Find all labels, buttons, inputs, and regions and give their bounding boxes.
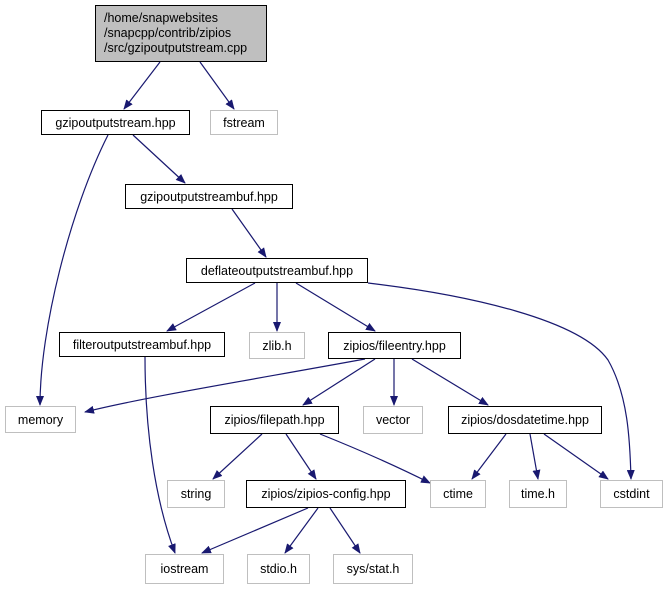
- edge-gzipoutputstream-hpp-to-memory: [36, 134, 109, 406]
- node-zipios-config-hpp[interactable]: zipios/zipios-config.hpp: [246, 480, 406, 508]
- node-string: string: [167, 480, 225, 508]
- node-filteroutputstreambuf-hpp[interactable]: filteroutputstreambuf.hpp: [59, 332, 225, 357]
- edge-filepath-hpp-to-zipios-config-hpp: [285, 433, 317, 480]
- node-fileentry-hpp[interactable]: zipios/fileentry.hpp: [328, 332, 461, 359]
- edge-gzipoutputstreambuf-hpp-to-deflateoutputstreambuf-hpp: [231, 208, 267, 258]
- edge-gzipoutputstream-hpp-to-gzipoutputstreambuf-hpp: [132, 134, 186, 184]
- edge-dosdatetime-hpp-to-time-h: [529, 433, 541, 480]
- node-stdio-h: stdio.h: [247, 554, 310, 584]
- edge-filepath-hpp-to-string: [212, 433, 263, 480]
- node-fstream: fstream: [210, 110, 278, 135]
- node-root-line-3: /src/gzipoutputstream.cpp: [104, 41, 248, 55]
- edge-fileentry-hpp-to-dosdatetime-hpp: [411, 358, 489, 406]
- node-dosdatetime-hpp[interactable]: zipios/dosdatetime.hpp: [448, 406, 602, 434]
- node-iostream: iostream: [145, 554, 224, 584]
- node-time-h: time.h: [509, 480, 567, 508]
- edge-fileentry-hpp-to-filepath-hpp: [302, 358, 376, 406]
- edge-deflateoutputstreambuf-hpp-to-cstdint: [367, 282, 635, 480]
- node-zlib-h: zlib.h: [249, 332, 305, 359]
- edge-filepath-hpp-to-ctime: [319, 433, 431, 484]
- edge-dosdatetime-hpp-to-ctime: [471, 433, 507, 480]
- node-gzipoutputstream-hpp[interactable]: gzipoutputstream.hpp: [41, 110, 190, 135]
- edge-zipios-config-hpp-to-stdio-h: [284, 507, 319, 554]
- node-memory: memory: [5, 406, 76, 433]
- edge-gzipoutputstream-cpp-to-fstream: [199, 61, 235, 110]
- node-root-line-1: /home/snapwebsites: [104, 11, 218, 25]
- edge-deflateoutputstreambuf-hpp-to-fileentry-hpp: [295, 282, 376, 332]
- node-filepath-hpp[interactable]: zipios/filepath.hpp: [210, 406, 339, 434]
- edge-filteroutputstreambuf-hpp-to-iostream: [144, 356, 176, 554]
- node-gzipoutputstreambuf-hpp[interactable]: gzipoutputstreambuf.hpp: [125, 184, 293, 209]
- edge-dosdatetime-hpp-to-cstdint: [543, 433, 609, 480]
- node-gzipoutputstream-cpp[interactable]: /home/snapwebsites /snapcpp/contrib/zipi…: [95, 5, 267, 62]
- node-vector: vector: [363, 406, 423, 434]
- edge-zipios-config-hpp-to-iostream: [201, 507, 309, 554]
- edge-fileentry-hpp-to-memory: [84, 358, 366, 414]
- node-ctime: ctime: [430, 480, 486, 508]
- node-root-line-2: /snapcpp/contrib/zipios: [104, 26, 232, 40]
- edge-gzipoutputstream-cpp-to-gzipoutputstream-hpp: [123, 61, 161, 110]
- node-cstdint: cstdint: [600, 480, 663, 508]
- edge-deflateoutputstreambuf-hpp-to-filteroutputstreambuf-hpp: [166, 282, 256, 332]
- node-deflateoutputstreambuf-hpp[interactable]: deflateoutputstreambuf.hpp: [186, 258, 368, 283]
- node-sys-stat-h: sys/stat.h: [333, 554, 413, 584]
- edge-zipios-config-hpp-to-sys-stat-h: [329, 507, 361, 554]
